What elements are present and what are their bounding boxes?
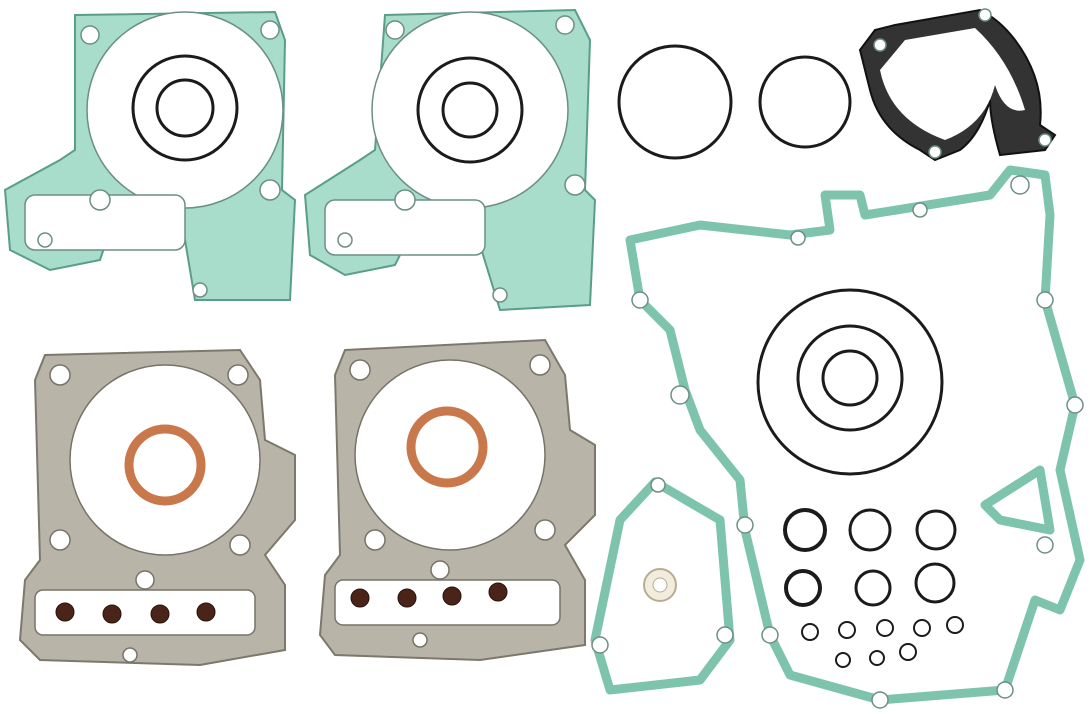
head-gasket-left [18,348,296,667]
crankcase-gasket [625,165,1085,709]
base-gasket-right [303,8,597,312]
copper-exhaust-ring [124,424,206,506]
valve-stem-seal [55,602,75,622]
water-pump-gasket [858,8,1057,162]
base-gasket-left [3,10,297,301]
copper-exhaust-ring [406,406,488,488]
cover-gasket-triangle [590,477,735,695]
crankcase-o-rings [756,288,964,668]
head-gasket-right [318,338,596,662]
o-ring-medium [758,55,852,149]
o-ring-large [617,44,733,160]
